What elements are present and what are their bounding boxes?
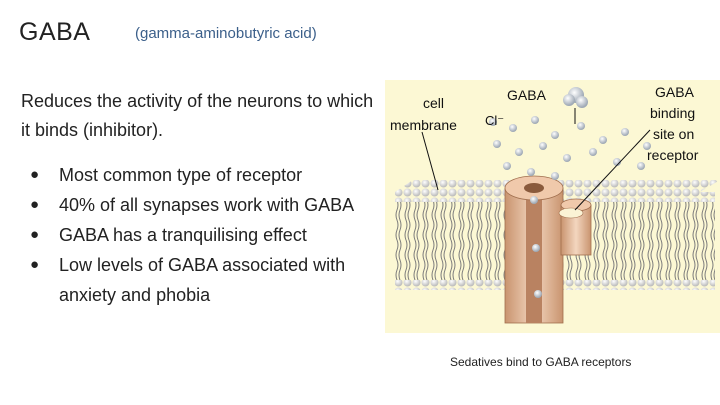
label-binding-site-line1: GABA: [655, 84, 695, 100]
intro-text: Reduces the activity of the neurons to w…: [21, 91, 374, 140]
gaba-receptor-illustration: cell membrane Cl⁻ GABA GABA binding site…: [385, 80, 720, 333]
label-chloride: Cl⁻: [485, 113, 504, 128]
bullet-dot-icon: ●: [30, 196, 40, 213]
label-gaba: GABA: [507, 87, 547, 103]
gaba-molecule: [563, 87, 588, 108]
chloride-ions: [489, 116, 651, 298]
slide-subtitle: (gamma-aminobutyric acid): [135, 25, 317, 42]
bullet-item: ● Most common type of receptor: [30, 160, 375, 190]
slide-title: GABA: [19, 18, 91, 46]
bullet-text: Low levels of GABA associated with anxie…: [59, 255, 346, 305]
receptor-channel: [504, 175, 592, 324]
bullet-item: ● 40% of all synapses work with GABA: [30, 190, 375, 220]
binding-site-pointer: [574, 129, 651, 211]
bullet-dot-icon: ●: [30, 256, 40, 273]
label-binding-site-line3: site on: [653, 126, 694, 142]
bullet-text: 40% of all synapses work with GABA: [59, 195, 355, 215]
figure-caption: Sedatives bind to GABA receptors: [450, 355, 632, 369]
bullet-list: ● Most common type of receptor ● 40% of al…: [30, 160, 375, 310]
label-binding-site-line2: binding: [650, 105, 695, 121]
bullet-dot-icon: ●: [30, 166, 40, 183]
bullet-text: GABA has a tranquilising effect: [59, 225, 307, 245]
cell-membrane-pointer: [421, 131, 439, 191]
bullet-item: ● Low levels of GABA associated with anxi…: [30, 250, 375, 310]
label-cell: cell: [423, 95, 444, 111]
receptor-diagram: cell membrane Cl⁻ GABA GABA binding site…: [385, 80, 720, 333]
bullet-item: ● GABA has a tranquilising effect: [30, 220, 375, 250]
bullet-text: Most common type of receptor: [59, 165, 303, 185]
bullet-dot-icon: ●: [30, 226, 40, 243]
label-binding-site-line4: receptor: [647, 147, 699, 163]
label-membrane: membrane: [390, 117, 457, 133]
